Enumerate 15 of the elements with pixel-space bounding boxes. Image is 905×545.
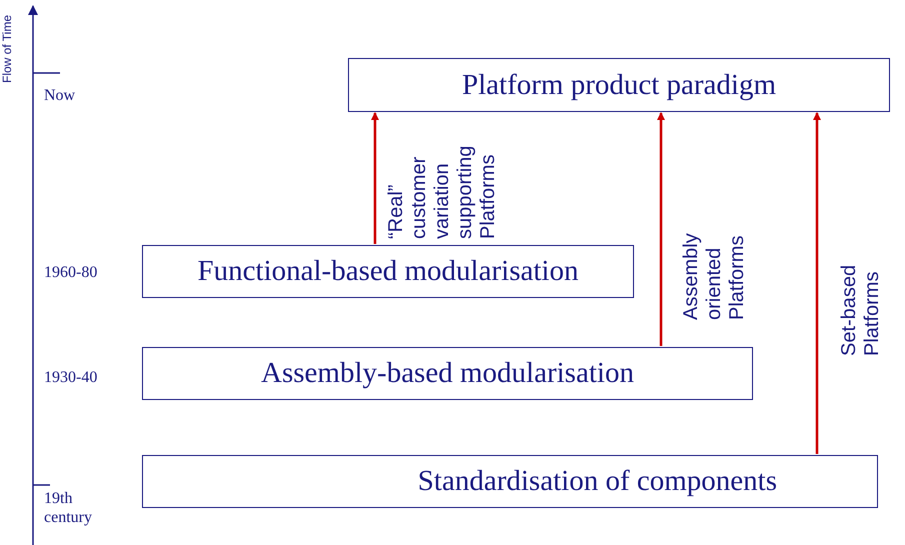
edge-label: Assembly oriented Platforms xyxy=(680,232,749,320)
stage-box: Standardisation of components xyxy=(142,455,878,508)
time-label: 1930-40 xyxy=(44,368,98,387)
arrow xyxy=(813,112,821,454)
time-label: Now xyxy=(44,86,76,105)
axis-title: Flow of Time xyxy=(0,14,15,83)
stage-box: Functional-based modularisation xyxy=(142,245,634,298)
arrow xyxy=(657,112,665,346)
arrow xyxy=(371,112,379,244)
paradigm-box: Platform product paradigm xyxy=(348,58,890,112)
time-label: 19th century xyxy=(44,489,93,527)
edge-label: Set-based Platforms xyxy=(838,264,884,356)
time-label: 1960-80 xyxy=(44,263,98,282)
edge-label: “Real” customer variation supporting Platforms xyxy=(385,144,500,239)
stage-box: Assembly-based modularisation xyxy=(142,347,753,400)
